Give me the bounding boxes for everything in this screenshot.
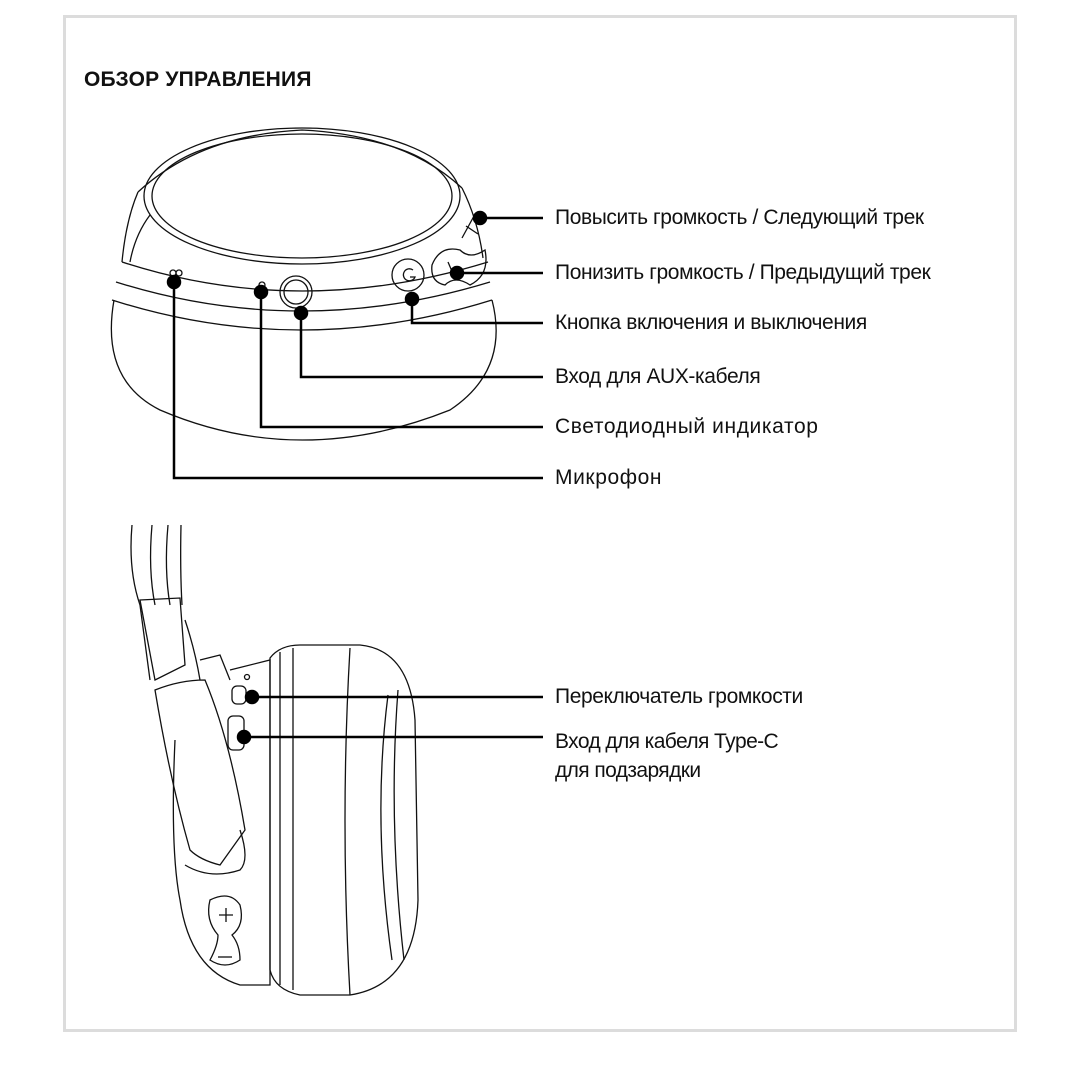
diagram-frame <box>63 15 1017 1032</box>
label-volume-down-prev-track: Понизить громкость / Предыдущий трек <box>555 261 931 284</box>
headphone-side-view <box>130 524 419 996</box>
label-microphone: Микрофон <box>555 466 663 489</box>
page-title: ОБЗОР УПРАВЛЕНИЯ <box>84 68 312 91</box>
label-type-c-line2: для подзарядки <box>555 759 701 782</box>
label-type-c-input: Вход для кабеля Type-C для подзарядки <box>555 727 779 785</box>
leader-lines <box>166 210 543 745</box>
label-power-button: Кнопка включения и выключения <box>555 311 867 334</box>
label-volume-up-next-track: Повысить громкость / Следующий трек <box>555 206 924 229</box>
label-volume-switch: Переключатель громкости <box>555 685 803 708</box>
label-type-c-line1: Вход для кабеля Type-C <box>555 730 779 753</box>
label-aux-input: Вход для AUX-кабеля <box>555 365 761 388</box>
label-led-indicator: Светодиодный индикатор <box>555 415 819 438</box>
